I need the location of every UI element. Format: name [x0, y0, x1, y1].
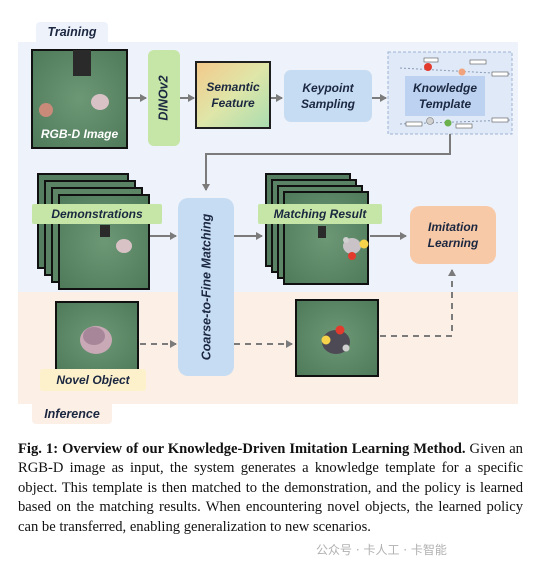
watermark-text: 公众号 · 卡人工 · 卡智能 — [316, 543, 447, 557]
knowledge-template-graphic — [387, 51, 513, 135]
overview-figure: Training Inference RGB-D Image DINOv2 Se… — [18, 22, 518, 424]
rgbd-image-thumbnail — [31, 49, 128, 149]
arrow-result-to-imitation — [380, 269, 456, 337]
knowledge-template-label-wrap: Knowledge Template — [405, 76, 485, 116]
inference-tag: Inference — [32, 404, 112, 424]
imitation-learning-box — [410, 206, 496, 264]
semantic-feature-box — [195, 61, 271, 129]
novel-object-thumbnail — [55, 301, 139, 375]
demonstrations-stack — [37, 173, 150, 290]
matching-result-label: Matching Result — [273, 207, 367, 221]
arrow-template-to-demonstrations — [202, 134, 451, 191]
matching-result-label-wrap: Matching Result — [258, 204, 382, 224]
imitation-learning-label: Imitation Learning — [427, 220, 479, 250]
semantic-feature-label: Semantic Feature — [206, 80, 260, 110]
semantic-feature-label-wrap: Semantic Feature — [196, 62, 270, 128]
matching-result-stack — [265, 173, 369, 285]
demonstrations-label-wrap: Demonstrations — [32, 204, 162, 224]
keypoint-sampling-box: Keypoint Sampling — [284, 70, 372, 122]
novel-result-thumbnail — [295, 299, 379, 377]
caption-title: Overview of our Knowledge-Driven Imitati… — [62, 441, 466, 457]
coarse-to-fine-box — [178, 198, 234, 376]
imitation-learning-label-wrap: Imitation Learning — [410, 206, 496, 264]
novel-object-tag: Novel Object — [40, 369, 146, 391]
figure-caption: Fig. 1: Overview of our Knowledge-Driven… — [18, 440, 523, 537]
coarse-to-fine-label-wrap: Coarse-to-Fine Matching — [178, 198, 234, 376]
dinov2-label: DINOv2 — [157, 75, 171, 121]
coarse-to-fine-label: Coarse-to-Fine Matching — [199, 213, 214, 361]
training-tag: Training — [36, 22, 108, 42]
demonstrations-label: Demonstrations — [51, 207, 143, 221]
novel-object-label: Novel Object — [56, 373, 130, 387]
dinov2-box: DINOv2 — [148, 50, 180, 146]
caption-fig-label: Fig. 1: — [18, 441, 59, 457]
rgbd-image-label: RGB-D Image — [40, 127, 119, 141]
caption-body: Given an RGB-D image as input, the syste… — [18, 441, 523, 535]
keypoint-sampling-label: Keypoint Sampling — [300, 81, 355, 111]
knowledge-template-label: Knowledge Template — [412, 81, 477, 111]
